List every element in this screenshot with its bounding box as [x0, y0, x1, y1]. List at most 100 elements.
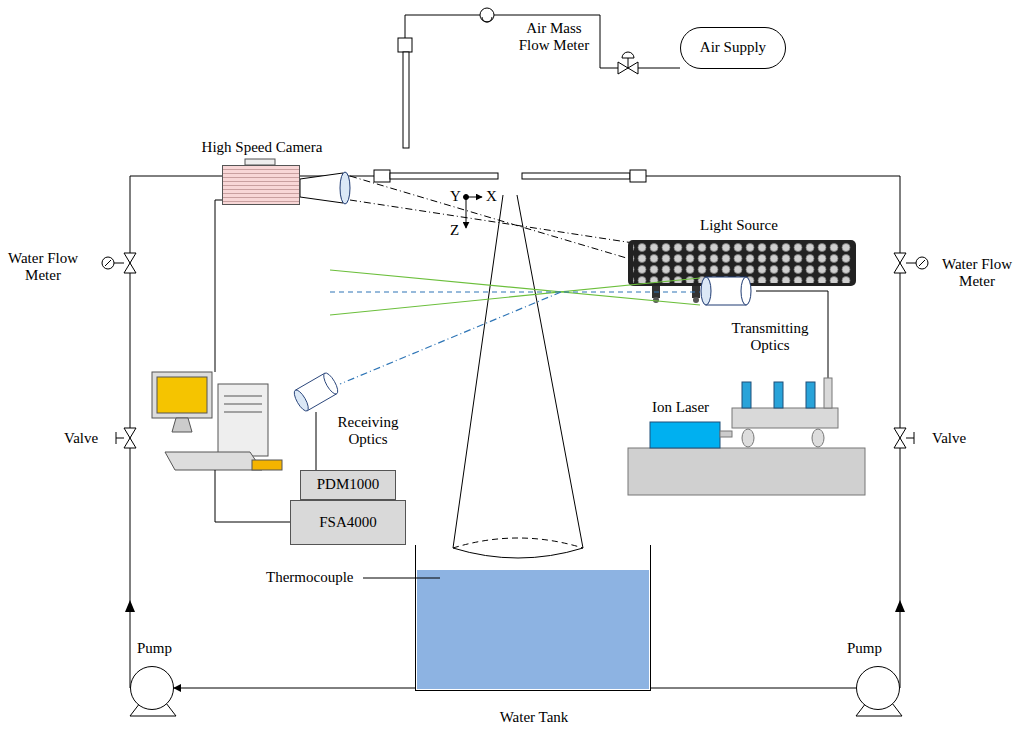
- flow-arrow: [125, 600, 135, 612]
- component-label: Valve: [932, 430, 976, 447]
- camera-drawing: [300, 173, 343, 203]
- computer-drawing: [157, 377, 207, 413]
- laser-beam: [330, 291, 700, 292]
- air-line: [403, 52, 409, 148]
- air-supply-tank: Air Supply: [680, 27, 786, 69]
- laser-beam: [330, 278, 700, 315]
- component-label: Water Flow Meter: [4, 250, 82, 285]
- computer-drawing: [252, 460, 282, 470]
- illumination-line: [350, 176, 640, 262]
- air-line: [622, 52, 634, 58]
- valve-symbol: [105, 260, 111, 266]
- leader-line: [363, 578, 440, 579]
- water-tank: Water Tank: [415, 545, 651, 691]
- node-text: Air Supply: [700, 39, 766, 56]
- optics-body: [706, 277, 746, 305]
- node-text: FSA4000: [319, 514, 377, 531]
- support-wheel: [742, 429, 754, 447]
- node-outline: [700, 275, 756, 307]
- flow-arrow: [895, 600, 905, 612]
- signal-wire: [215, 200, 290, 522]
- laser-beam: [340, 292, 561, 384]
- air-line: [628, 58, 629, 68]
- node-text: Receiving Optics: [332, 414, 404, 449]
- connector-line: [316, 412, 317, 470]
- component-label: Valve: [64, 430, 108, 447]
- computer-drawing: [218, 384, 268, 456]
- pump-symbol: Pump: [856, 666, 900, 710]
- valve-symbol: [114, 263, 124, 264]
- ion-laser-unit: Ion Laser: [628, 378, 866, 496]
- axis-symbol: [466, 197, 467, 228]
- node-text: Ion Laser: [652, 399, 732, 416]
- spray-cone: [453, 195, 503, 548]
- spray-cone: [453, 548, 583, 558]
- air-line: [482, 17, 492, 22]
- computer-drawing: [224, 396, 262, 412]
- computer-drawing: [165, 452, 262, 470]
- optics-lens: [701, 277, 711, 305]
- illumination-line: [350, 176, 640, 262]
- component-label: Thermocouple: [266, 569, 360, 586]
- spray-cone: [517, 195, 583, 548]
- water-pipe: [646, 176, 900, 177]
- valve-symbol: [124, 428, 136, 448]
- laser-base: [628, 448, 865, 495]
- optics-end: [321, 371, 340, 396]
- component-label: Light Source: [700, 217, 800, 234]
- node-text: Pump: [137, 640, 181, 657]
- node-text: Transmitting Optics: [725, 320, 815, 355]
- optics-lens: [292, 388, 311, 413]
- valve-symbol: [906, 432, 914, 444]
- pdm-box: PDM1000: [300, 470, 396, 500]
- node-text: Pump: [847, 640, 891, 657]
- fiber-coupler: [742, 382, 751, 408]
- light-source-drawing: [653, 297, 659, 303]
- valve-symbol: [894, 253, 906, 273]
- computer-drawing: [152, 372, 212, 418]
- axis-label: X: [486, 188, 498, 205]
- computer-drawing: [172, 418, 192, 432]
- computer-drawing: [152, 372, 282, 470]
- camera-body: High Speed Camera: [222, 165, 300, 205]
- component-label: Air Mass Flow Meter: [515, 20, 593, 55]
- transmitting-optics: Transmitting Optics: [700, 275, 756, 307]
- water-pipe: [130, 170, 900, 688]
- camera-drawing: [340, 172, 350, 204]
- water-pipe: [630, 170, 646, 182]
- node-text: Water Tank: [416, 709, 652, 726]
- valve-symbol: [116, 432, 124, 444]
- signal-wire: [215, 470, 290, 522]
- axis-symbol: [466, 197, 482, 198]
- water-pipe: [390, 173, 498, 179]
- light-source-drawing: [693, 297, 699, 303]
- optics-end: [741, 277, 751, 305]
- water-pipe: [374, 170, 390, 182]
- optics-cylinder: [701, 277, 751, 305]
- valve-symbol: [906, 263, 916, 264]
- receiving-optics: Receiving Optics: [292, 372, 340, 412]
- air-line: [405, 15, 480, 38]
- illumination-line: [350, 200, 640, 244]
- tank-water: [417, 570, 649, 689]
- spray-cone: [453, 195, 583, 558]
- valve-symbol: [894, 428, 906, 448]
- axis-label: Y: [450, 188, 462, 205]
- tank-water: [417, 570, 649, 689]
- air-line: [398, 38, 412, 52]
- connector-line: [651, 688, 856, 689]
- pump-symbol: Pump: [130, 666, 174, 710]
- node-text: High Speed Camera: [178, 139, 346, 156]
- air-line: [398, 8, 680, 148]
- fsa-box: FSA4000: [290, 500, 406, 545]
- air-line: [480, 8, 494, 22]
- valve-symbol: [916, 257, 928, 269]
- laser-coupler: [720, 431, 732, 437]
- laser-beam: [330, 270, 700, 305]
- valve-symbol: [919, 260, 925, 266]
- laser-head: [650, 422, 720, 448]
- fiber-coupler: [806, 382, 815, 408]
